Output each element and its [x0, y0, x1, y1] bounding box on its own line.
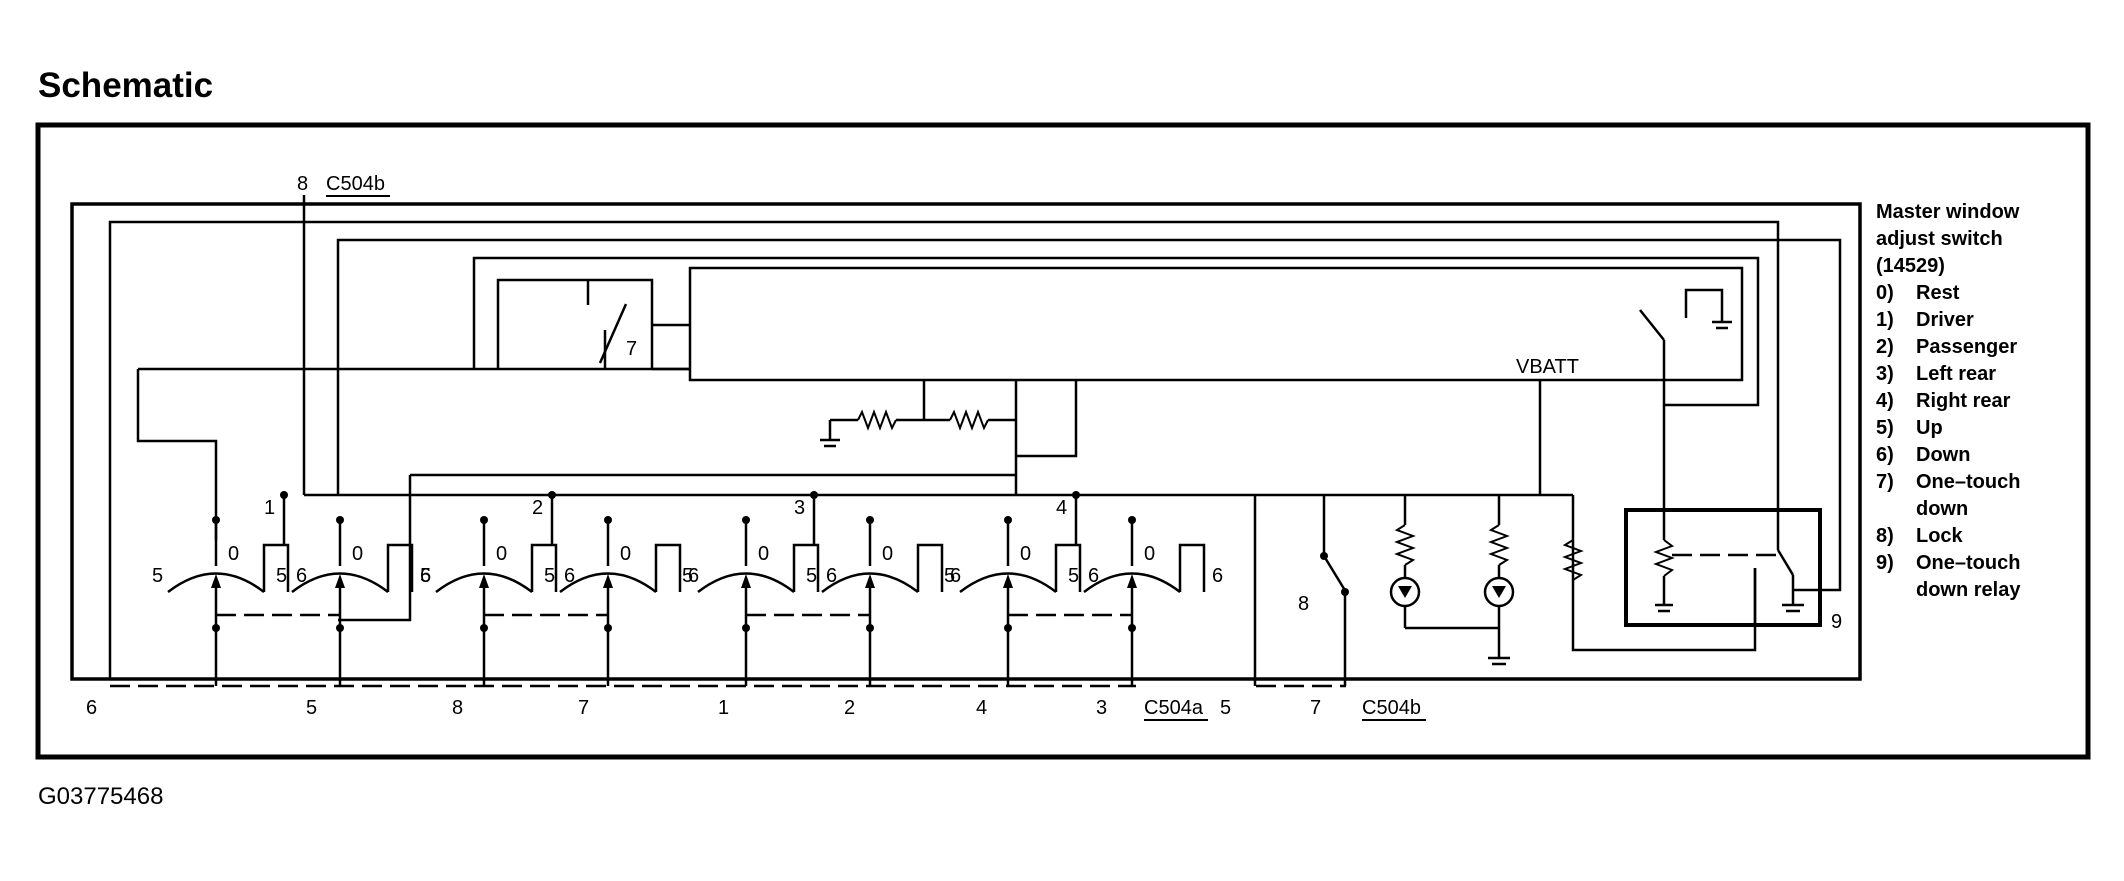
- switch-position-label: 5: [544, 565, 555, 587]
- legend-text: Passenger: [1916, 336, 2017, 358]
- switch-position-label: 6: [950, 565, 961, 587]
- switch-position-label: 6: [1088, 565, 1099, 587]
- switch-group-number: 1: [264, 497, 275, 519]
- legend-text: Left rear: [1916, 363, 1996, 385]
- switch-position-label: 0: [228, 543, 239, 565]
- legend-key: 2): [1876, 336, 1894, 358]
- switch-position-label: 6: [1212, 565, 1223, 587]
- outer-frame: [35, 122, 2091, 760]
- pin-label: 3: [1096, 697, 1107, 719]
- legend-key: 1): [1876, 309, 1894, 331]
- legend-title-line: (14529): [1876, 255, 1945, 277]
- switch-position-label: 0: [1020, 543, 1031, 565]
- pin-label: 1: [718, 697, 729, 719]
- connector-c504b-name: C504b: [1362, 697, 1421, 719]
- switch-position-label: 0: [758, 543, 769, 565]
- pin-label: 4: [976, 697, 987, 719]
- switch-position-label: 6: [688, 565, 699, 587]
- switch-position-label: 5: [420, 565, 431, 587]
- legend-key: 7): [1876, 471, 1894, 493]
- switch-position-label: 6: [826, 565, 837, 587]
- switch-group-number: 3: [794, 497, 805, 519]
- pin-label: 6: [86, 697, 97, 719]
- figure-id: G03775468: [38, 783, 164, 810]
- led-indicators: [1389, 495, 1515, 666]
- switch-position-label: 5: [682, 565, 693, 587]
- legend-title-line: Master window: [1876, 201, 2020, 223]
- legend-text: Right rear: [1916, 390, 2011, 412]
- legend-text: One–touch: [1916, 552, 2020, 574]
- legend-text: Up: [1916, 417, 1943, 439]
- connector-top-name: C504b: [326, 173, 385, 195]
- bottom-pin-labels: 6 5 8 7 1 2 4 3 C504a 5 7 C504b: [86, 697, 1426, 721]
- legend-key: 5): [1876, 417, 1894, 439]
- legend-text: Rest: [1916, 282, 1960, 304]
- switch-group-number: 2: [532, 497, 543, 519]
- one-touch-relay: 9: [1624, 288, 1842, 633]
- switch-position-label: 5: [152, 565, 163, 587]
- switch-position-label: 5: [276, 565, 287, 587]
- legend-text: down relay: [1916, 579, 2021, 601]
- pin-label: 5: [306, 697, 317, 719]
- switch-housing: [70, 202, 1862, 681]
- one-touch-switch-label: 7: [626, 338, 637, 360]
- switch-position-label: 0: [352, 543, 363, 565]
- switch-position-label: 0: [1144, 543, 1155, 565]
- switch-position-label: 0: [496, 543, 507, 565]
- legend-key: 6): [1876, 444, 1894, 466]
- lock-switch: 8: [1253, 495, 1349, 686]
- legend-text: Driver: [1916, 309, 1974, 331]
- pin-label: 2: [844, 697, 855, 719]
- switch-position-label: 5: [944, 565, 955, 587]
- switch-position-label: 0: [620, 543, 631, 565]
- switch-position-label: 6: [420, 565, 431, 587]
- legend-text: Down: [1916, 444, 1970, 466]
- page-title: Schematic: [38, 66, 214, 105]
- legend-key: 4): [1876, 390, 1894, 412]
- legend-key: 8): [1876, 525, 1894, 547]
- switch-position-label: 0: [882, 543, 893, 565]
- legend-key: 3): [1876, 363, 1894, 385]
- switch-position-label: 5: [1068, 565, 1079, 587]
- lock-switch-label: 8: [1298, 593, 1309, 615]
- pin-label: 5: [1220, 697, 1231, 719]
- pin-label: 7: [578, 697, 589, 719]
- switch-position-label: 6: [296, 565, 307, 587]
- legend-text: One–touch: [1916, 471, 2020, 493]
- top-wiring: VBATT: [108, 195, 1842, 678]
- pin-label: 8: [452, 697, 463, 719]
- legend-text: Lock: [1916, 525, 1964, 547]
- switch-position-label: 6: [564, 565, 575, 587]
- legend-key: 9): [1876, 552, 1894, 574]
- switch-position-label: 5: [806, 565, 817, 587]
- legend-text: down: [1916, 498, 1968, 520]
- switch-group-number: 4: [1056, 497, 1067, 519]
- relay-label: 9: [1831, 611, 1842, 633]
- pin-label: 7: [1310, 697, 1321, 719]
- legend-title-line: adjust switch: [1876, 228, 2003, 250]
- connector-c504a-name: C504a: [1144, 697, 1204, 719]
- legend: Master window adjust switch (14529) 0) R…: [1876, 201, 2021, 601]
- connector-top-pin: 8: [297, 173, 308, 195]
- vbatt-label: VBATT: [1516, 356, 1579, 378]
- legend-key: 0): [1876, 282, 1894, 304]
